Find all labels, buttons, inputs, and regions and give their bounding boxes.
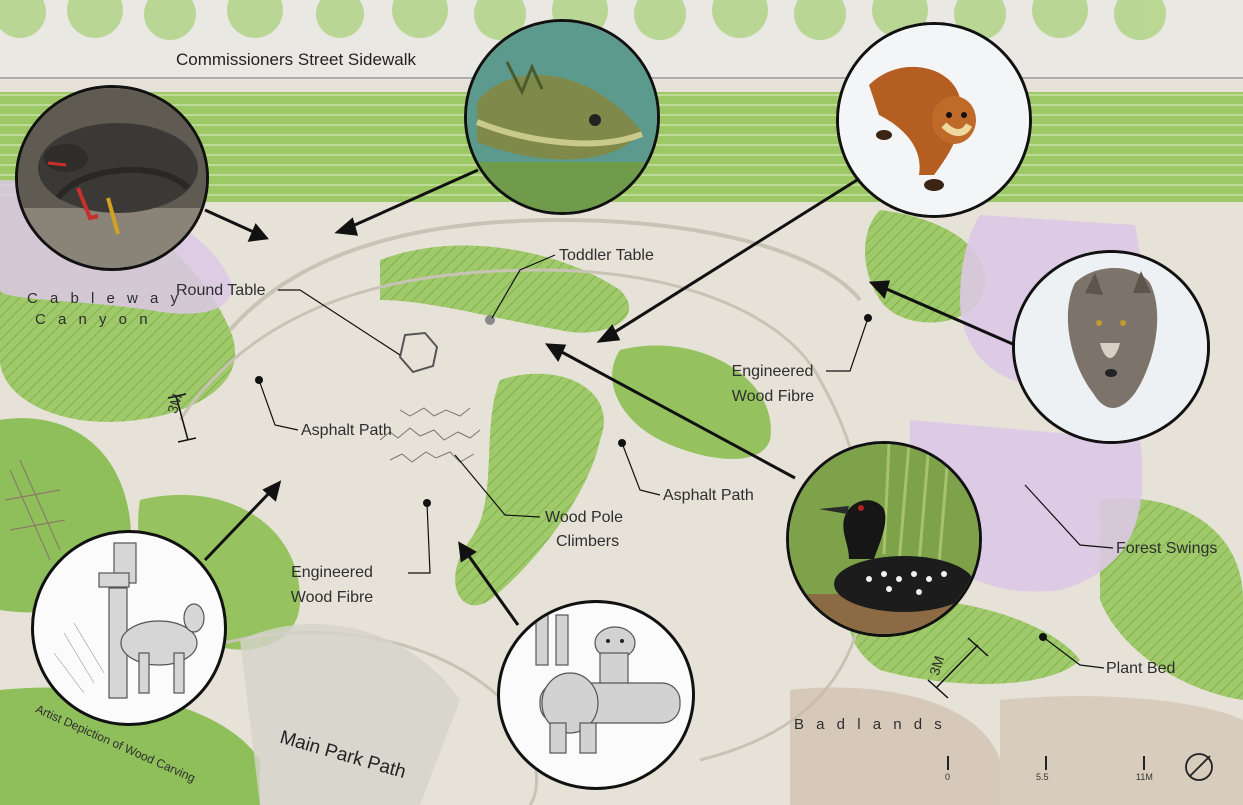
bass-fish-icon	[467, 22, 657, 212]
loon-photo	[786, 441, 982, 637]
wood-pole-label-2: Climbers	[556, 533, 620, 550]
street-label: Commissioners Street Sidewalk	[176, 50, 416, 69]
marten-photo	[836, 22, 1032, 218]
planting-right-top	[865, 210, 986, 323]
bass-fish-photo	[464, 19, 660, 215]
asphalt-path-arc-2	[178, 268, 822, 421]
turtle-icon	[18, 88, 206, 268]
loon-icon	[789, 444, 979, 634]
planting-top-mid	[380, 245, 630, 333]
toddler-table-label: Toddler Table	[559, 247, 654, 264]
badlands-texture	[1000, 696, 1243, 805]
bear-carving-sketch	[497, 600, 695, 790]
plant-bed-label: Plant Bed	[1106, 660, 1176, 677]
structure-grid-left	[4, 459, 66, 561]
scale-tick-mid: 5.5	[1036, 772, 1049, 782]
forest-swings-label: Forest Swings	[1116, 540, 1218, 557]
photo-arrows	[203, 168, 1016, 626]
planting-bottom-corner	[0, 687, 260, 805]
engineered-wood-fibre-right-label-1: Engineered	[731, 363, 814, 380]
round-table-shape	[398, 331, 439, 374]
north-arrow-icon	[1185, 753, 1213, 781]
turtle-photo	[15, 85, 209, 271]
dimension-marker-left	[167, 393, 197, 443]
leader-dots	[255, 314, 1047, 641]
dimension-marker-right	[927, 637, 989, 699]
planting-center	[455, 373, 604, 606]
engineered-wood-fibre-left-label-1: Engineered	[291, 564, 373, 581]
badlands-label: B a d l a n d s	[794, 716, 946, 733]
wood-pole-label-1: Wood Pole	[545, 509, 623, 526]
scale-tick-end: 11M	[1136, 772, 1153, 782]
engineered-wood-fibre-right-label-2: Wood Fibre	[731, 388, 815, 405]
scale-bar	[947, 756, 1145, 770]
asphalt-path-mid-label: Asphalt Path	[663, 487, 754, 504]
asphalt-path-left-label: Asphalt Path	[301, 422, 392, 439]
marten-icon	[839, 25, 1029, 215]
planting-right-low	[1100, 498, 1243, 700]
wood-pole-climbers-sketch	[379, 407, 481, 463]
planting-center-right	[612, 345, 771, 459]
asphalt-path-arc-1	[228, 217, 862, 332]
engineered-wood-fibre-left-label-2: Wood Fibre	[290, 589, 374, 606]
wood-carving-icon	[53, 542, 205, 699]
badlands-area	[790, 687, 1000, 805]
scale-tick-0: 0	[945, 772, 951, 782]
leader-lines	[258, 254, 1114, 669]
wolf-icon	[1015, 253, 1207, 441]
wolf-photo	[1012, 250, 1210, 444]
street-trees	[0, 0, 1166, 40]
cableway-label-2: C a n y o n	[35, 311, 152, 328]
wood-carving-sketch	[31, 530, 227, 726]
main-park-path	[240, 623, 460, 805]
bear-carving-icon	[535, 614, 681, 754]
cableway-label-1: C a b l e w a y	[27, 290, 183, 307]
round-table-label: Round Table	[176, 282, 266, 299]
